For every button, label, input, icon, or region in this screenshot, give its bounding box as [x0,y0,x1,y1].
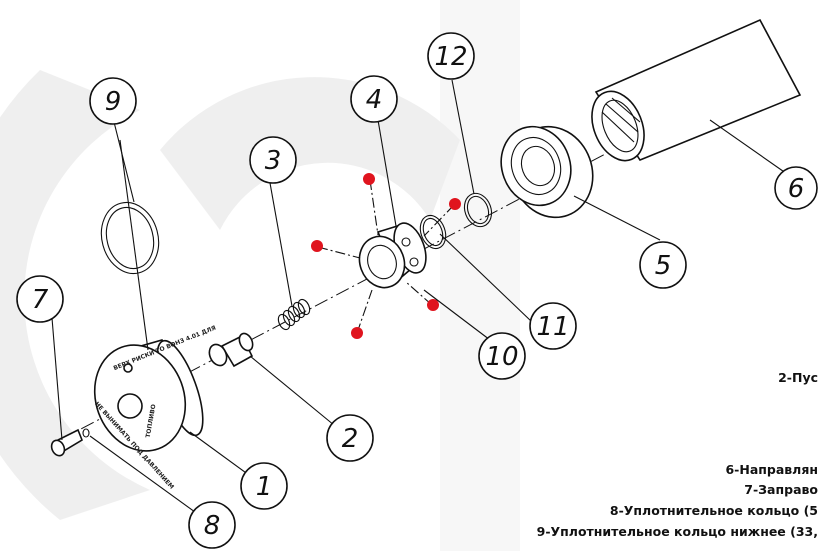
seal-dot [449,198,461,210]
part-6-guide-tube [591,18,802,162]
svg-text:8: 8 [204,511,221,541]
callout-1: 1 [240,462,288,510]
callout-10: 10 [478,332,526,380]
svg-text:3: 3 [265,146,282,176]
callout-4: 4 [350,75,398,123]
part-5-housing-ring [500,125,594,219]
callout-3: 3 [249,136,297,184]
svg-text:7: 7 [32,285,49,315]
seal-dot [311,240,323,252]
part-4-valve-body [358,222,427,289]
svg-text:5: 5 [655,251,672,281]
seal-point-markers [311,173,461,339]
svg-text:2: 2 [342,424,359,454]
svg-text:12: 12 [434,42,467,72]
svg-text:9: 9 [105,87,122,117]
legend-line-6: 6-Направлян [725,462,818,477]
part-7-fill-valve [50,428,83,457]
leader-lines [51,79,791,521]
callout-5: 5 [639,241,687,289]
callout-12: 12 [427,32,475,80]
callout-11: 11 [529,302,577,350]
svg-text:1: 1 [256,472,273,502]
seal-dot [363,173,375,185]
callout-6: 6 [774,166,818,210]
callout-2: 2 [326,414,374,462]
seal-dot [427,299,439,311]
seal-dot [351,327,363,339]
callout-bubbles: 1 2 3 4 5 6 7 8 [16,32,818,549]
part-12-o-ring [463,192,493,228]
callout-7: 7 [16,275,64,323]
part-2-poppet [208,332,254,368]
svg-text:10: 10 [485,342,518,372]
part-8-o-ring [82,428,90,438]
svg-text:6: 6 [788,174,805,204]
callout-8: 8 [188,501,236,549]
callout-9: 9 [89,77,137,125]
parts-legend: 2-Пус 6-Направлян 7-Заправо 8-Уплотнител… [537,370,818,539]
svg-text:4: 4 [366,85,383,115]
part-3-spring [277,298,311,331]
legend-line-7: 7-Заправо [744,482,818,497]
svg-text:11: 11 [536,312,569,342]
legend-line-2: 2-Пус [778,370,818,385]
legend-line-9: 9-Уплотнительное кольцо нижнее (33, [537,524,818,539]
legend-line-8: 8-Уплотнительное кольцо (5 [610,503,818,518]
part-9-lower-o-ring [100,201,160,275]
watermark-logo [0,70,460,520]
